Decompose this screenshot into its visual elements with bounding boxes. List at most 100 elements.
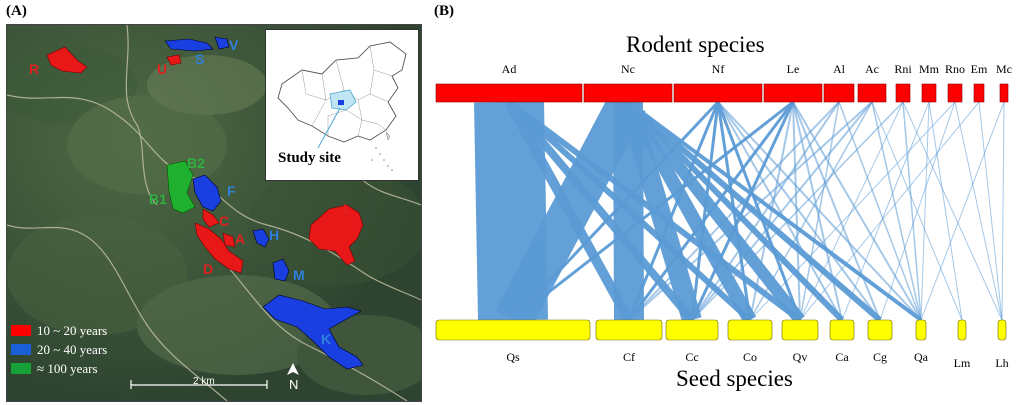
link-nf-cc [690, 101, 720, 321]
link-nc-cc [618, 99, 702, 323]
seed-bar-lh [997, 319, 1007, 341]
seed-label-lh: Lh [995, 356, 1009, 370]
rodent-bar-ad [435, 83, 583, 103]
rodent-bar-rno [947, 83, 963, 103]
seed-label-cc: Cc [685, 350, 699, 364]
site-label-l: L [343, 201, 352, 217]
link-nf-qs [511, 100, 720, 322]
seed-label-qv: Qv [792, 350, 808, 364]
north-label: N [289, 377, 299, 392]
legend-label: 20 ~ 40 years [37, 341, 108, 357]
link-nc-cf [613, 101, 644, 321]
seed-bar-ca [829, 319, 855, 341]
scale-label: 2 km [193, 376, 215, 387]
legend-item: 20 ~ 40 years [11, 340, 107, 359]
site-d-polygon [194, 222, 244, 274]
rodent-bars [435, 83, 1009, 103]
site-a-polygon [222, 232, 236, 248]
seed-bar-co [727, 319, 773, 341]
site-label-k: K [321, 331, 332, 347]
seed-bar-qv [781, 319, 819, 341]
link-ac-co [749, 101, 873, 321]
terrain-texture [7, 45, 421, 395]
rodent-label-em: Em [970, 62, 988, 76]
link-rni-qv [799, 101, 904, 321]
rodent-label-ad: Ad [501, 62, 517, 76]
link-rni-qa [902, 101, 922, 321]
link-le-cc [690, 101, 795, 321]
inset-caption: Study site [278, 150, 341, 166]
legend-item: 10 ~ 20 years [11, 321, 107, 340]
link-nc-qv [623, 98, 805, 324]
site-u-polygon [166, 54, 182, 66]
seed-title: Seed species [676, 366, 793, 391]
rodent-label-rno: Rno [944, 62, 966, 76]
rodent-bar-em [973, 83, 985, 103]
site-l-polygon [308, 204, 364, 266]
scale-bar [130, 380, 268, 389]
rodent-label-le: Le [786, 62, 800, 76]
network-canvas [435, 83, 1009, 341]
interaction-links [474, 92, 1005, 330]
site-m-polygon [272, 258, 290, 282]
seed-label-ca: Ca [835, 350, 849, 364]
map-legend: 10 ~ 20 years 20 ~ 40 years ≈ 100 years [11, 321, 107, 378]
link-em-qv [799, 101, 980, 321]
site-b-polygon [166, 160, 196, 214]
link-mm-ca [841, 101, 930, 321]
site-c-polygon [202, 208, 220, 228]
link-le-cg [792, 101, 881, 321]
seed-bars [435, 319, 1007, 341]
link-rno-co [749, 101, 956, 321]
site-s-polygon [164, 38, 214, 52]
seed-label-co: Co [742, 350, 758, 364]
link-nc-co [621, 98, 757, 324]
site-v-polygon [214, 36, 230, 50]
legend-swatch-blue [11, 344, 31, 355]
link-ac-qa [871, 101, 922, 321]
seed-label-cg: Cg [872, 350, 888, 364]
legend-label: ≈ 100 years [37, 360, 98, 376]
link-rno-cg [879, 101, 956, 321]
rodent-label-nc: Nc [621, 62, 635, 76]
link-rno-lh [954, 101, 1003, 321]
rodent-bar-le [763, 83, 823, 103]
site-label-u: U [157, 61, 168, 77]
site-h-polygon [252, 228, 270, 248]
rodent-label-al: Al [833, 62, 845, 76]
site-r-polygon [46, 46, 88, 74]
site-label-a: A [235, 231, 246, 247]
link-al-cf [628, 101, 840, 321]
seed-label-lm: Lm [953, 356, 971, 370]
seed-label-qs: Qs [506, 350, 520, 364]
link-mm-lm [928, 101, 963, 321]
rodent-bar-rni [895, 83, 911, 103]
satellite-map: Study site R U S V B2 B1 F C A H D L M K… [6, 24, 422, 402]
link-em-lh [978, 101, 1003, 321]
seed-bar-cc [665, 319, 719, 341]
site-label-s: S [195, 51, 205, 67]
site-label-m: M [293, 267, 305, 283]
site-f-polygon [192, 174, 222, 212]
rodent-label-rni: Rni [894, 62, 912, 76]
rodent-label-mc: Mc [996, 62, 1012, 76]
rodent-title: Rodent species [626, 32, 765, 57]
link-rni-lh [902, 101, 1003, 321]
seed-bar-cf [595, 319, 663, 341]
link-ad-cc [505, 99, 696, 323]
link-le-ca [792, 101, 843, 321]
panel-b-label: (B) [434, 3, 454, 19]
legend-swatch-green [11, 363, 31, 374]
link-mc-qa [920, 101, 1005, 321]
panel-a-label: (A) [6, 3, 27, 19]
link-mc-lh [1001, 101, 1005, 321]
legend-item: ≈ 100 years [11, 359, 107, 378]
site-label-v: V [229, 37, 239, 53]
link-le-qs [512, 100, 794, 322]
link-nc-qa [626, 100, 923, 322]
link-nc-qs [495, 92, 646, 330]
link-le-cf [627, 101, 795, 321]
rodent-bar-mc [999, 83, 1009, 103]
link-nf-ca [717, 101, 843, 321]
seed-label-cf: Cf [623, 350, 635, 364]
